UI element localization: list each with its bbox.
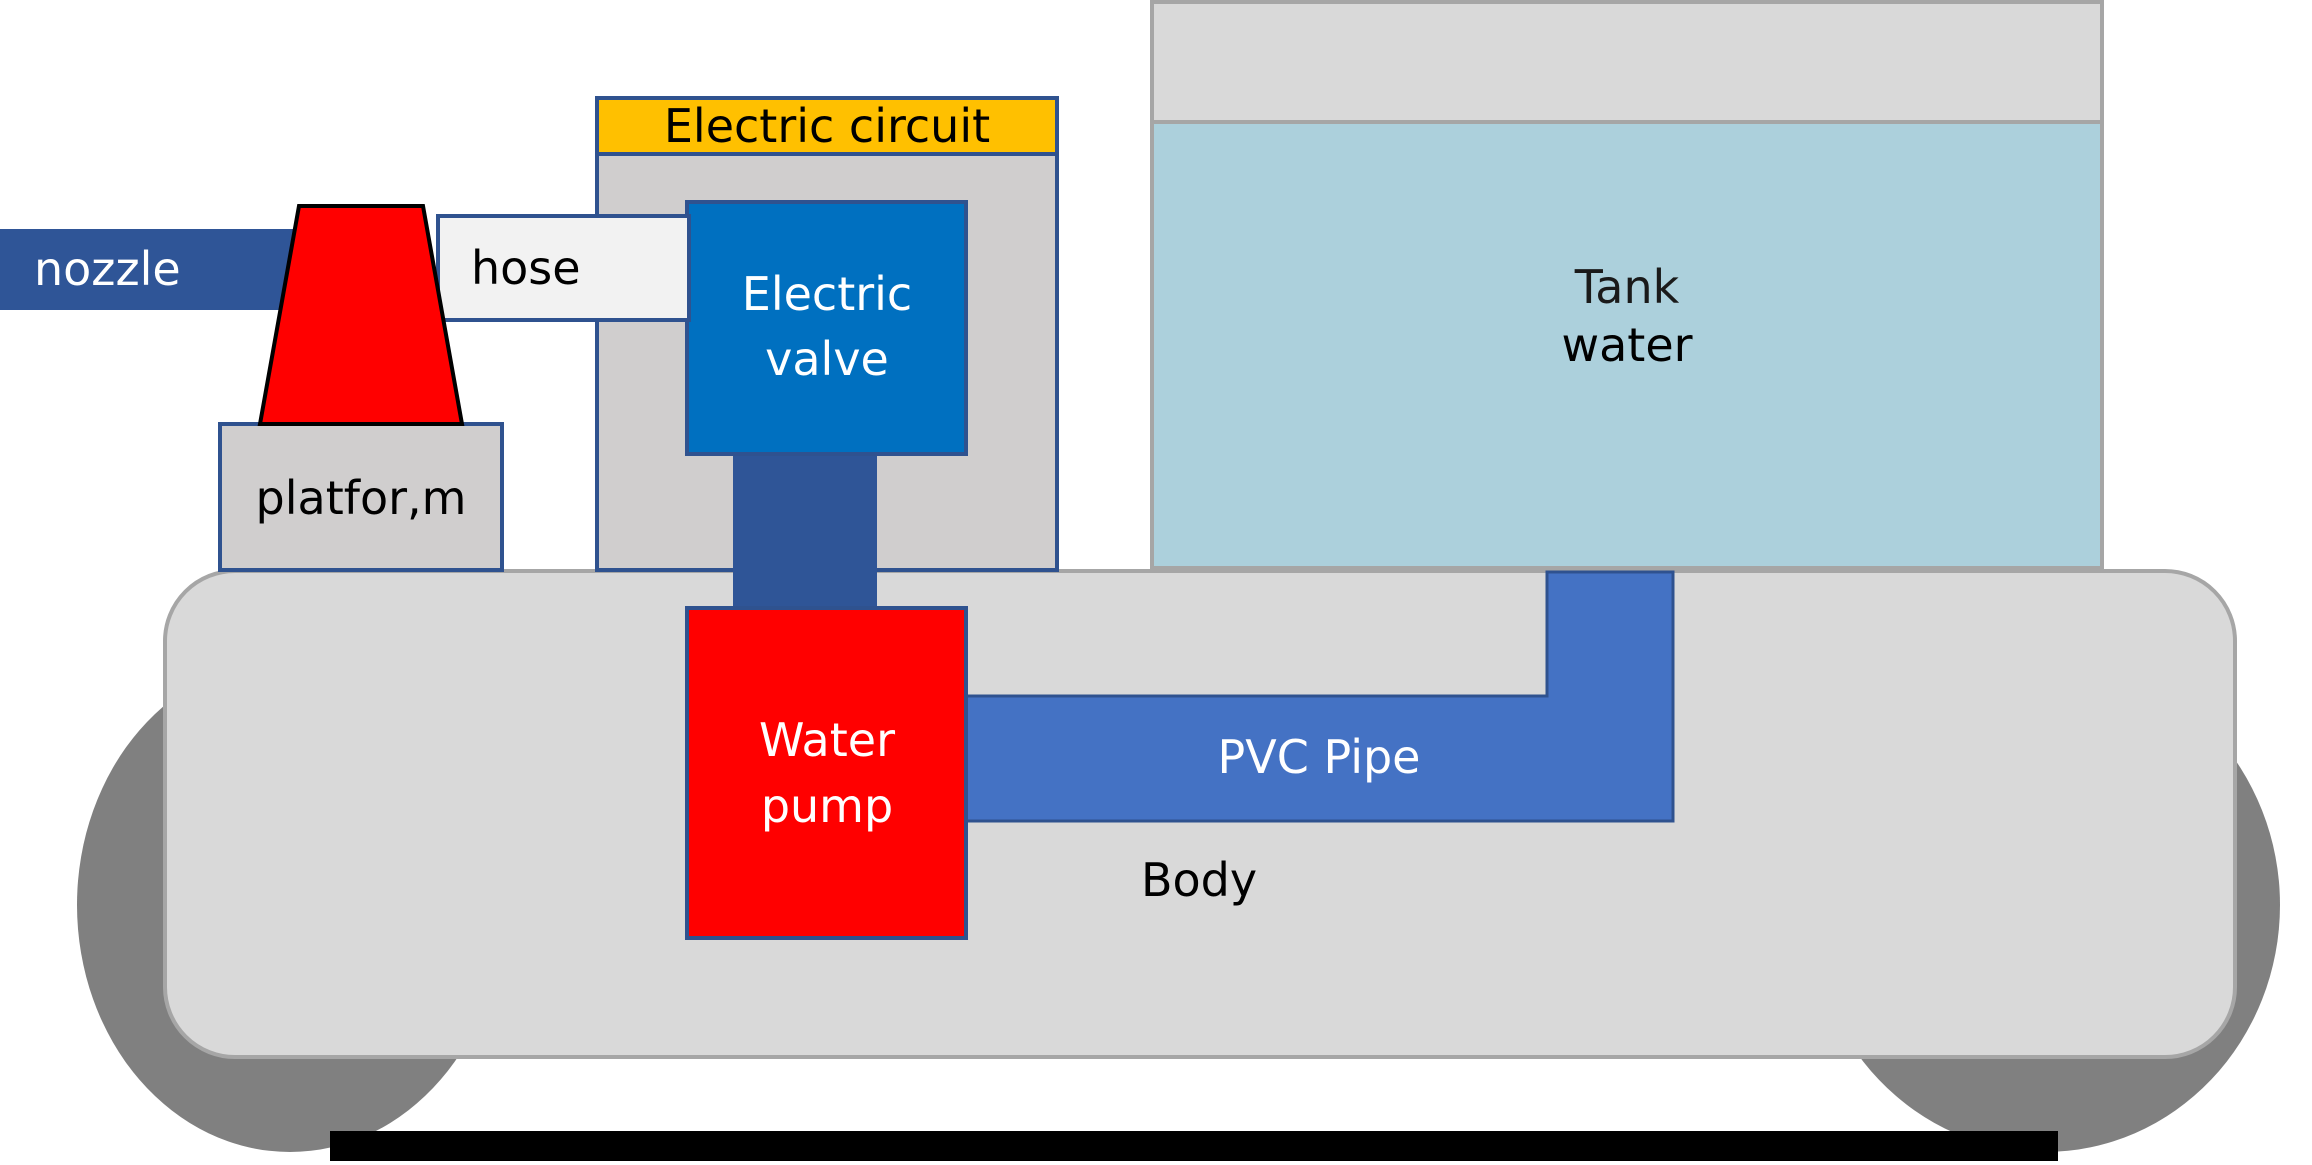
body-label: Body (1141, 853, 1257, 907)
hose-outline (436, 214, 691, 322)
tank-label-line2: water (1561, 318, 1692, 372)
pvc-pipe-label: PVC Pipe (1218, 730, 1421, 784)
water-pump-outline (685, 606, 968, 940)
electric-valve-label-line1: Electric (742, 267, 912, 321)
water-pump-label-line2: pump (761, 779, 893, 833)
tank-label-line1: Tank (1574, 260, 1680, 314)
nozzle-label: nozzle (34, 242, 181, 296)
hose (438, 216, 689, 320)
hose-label: hose (471, 241, 581, 295)
body-chassis-outline (163, 569, 2237, 1059)
electric-valve-outline (685, 200, 968, 456)
electric-circuit-label: Electric circuit (664, 99, 990, 153)
tank-water-outline (1150, 120, 2104, 570)
electric-circuit-header-outline (595, 96, 1059, 156)
track (330, 1131, 2058, 1161)
nozzle (0, 229, 300, 310)
electric-valve (687, 202, 966, 454)
nozzle-mount (257, 204, 465, 426)
platform (220, 424, 502, 570)
water-pump-label-line1: Water (759, 713, 895, 767)
tank-water (1152, 122, 2102, 568)
electric-circuit-header (597, 98, 1057, 154)
water-pump (687, 608, 966, 938)
platform-label: platfor,m (256, 471, 467, 525)
tank-top (1152, 2, 2102, 122)
valve-pump-connector (733, 452, 877, 610)
electric-valve-label-line2: valve (765, 332, 889, 386)
